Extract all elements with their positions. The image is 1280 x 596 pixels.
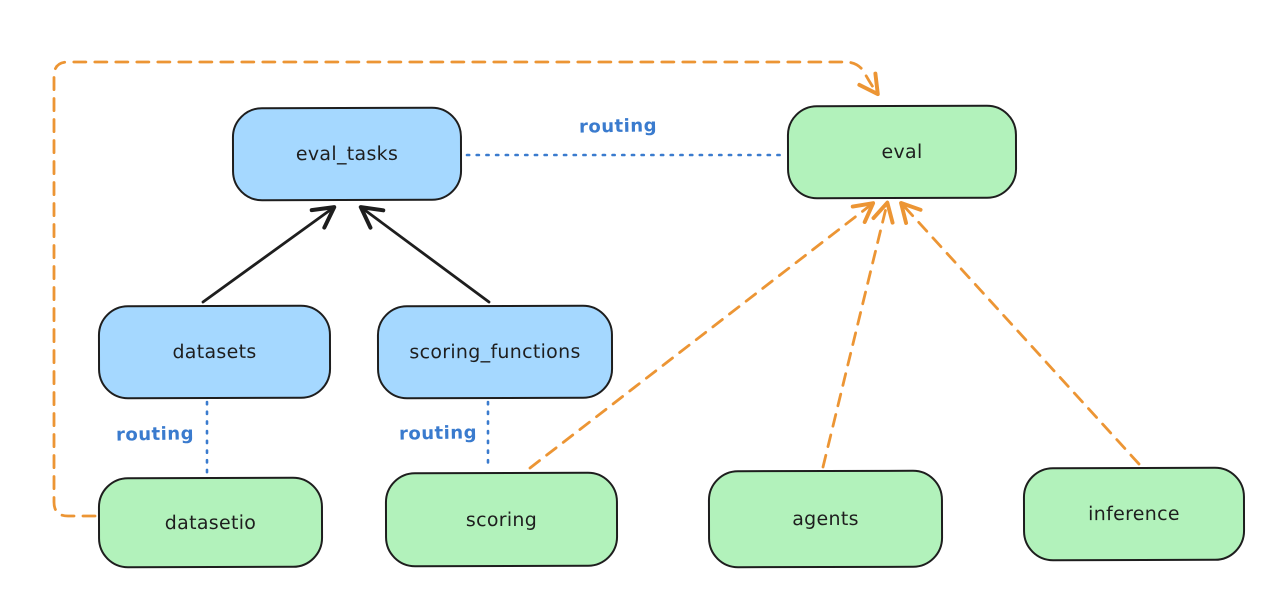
node-inference-label: inference [1088,502,1180,526]
node-datasetio-label: datasetio [164,511,257,534]
edge-datasets-to-eval-tasks [201,205,337,304]
node-inference: inference [1022,466,1246,562]
node-eval-label: eval [881,140,923,164]
node-datasets: datasets [97,304,332,400]
edge-label-routing-datasetio: routing [115,423,195,446]
node-eval-tasks-label: eval_tasks [295,142,399,166]
edge-datasetio-to-eval [52,60,880,518]
edge-agents-to-eval [821,200,895,469]
edge-scoring-to-eval [528,201,876,470]
edge-label-routing-scoring: routing [398,422,478,445]
node-agents-label: agents [792,507,859,531]
node-eval: eval [786,104,1018,200]
node-datasets-label: datasets [172,340,257,364]
node-scoring-functions-label: scoring_functions [409,340,581,364]
node-eval-tasks: eval_tasks [231,106,463,202]
node-agents: agents [707,469,944,569]
node-scoring-label: scoring [465,508,538,531]
node-scoring-functions: scoring_functions [376,304,614,400]
edge-scoring-functions-to-eval-tasks [358,205,491,304]
node-datasetio: datasetio [97,476,324,569]
node-scoring: scoring [384,471,619,568]
edge-inference-to-eval [899,201,1141,466]
edge-label-routing-eval: routing [578,115,658,138]
